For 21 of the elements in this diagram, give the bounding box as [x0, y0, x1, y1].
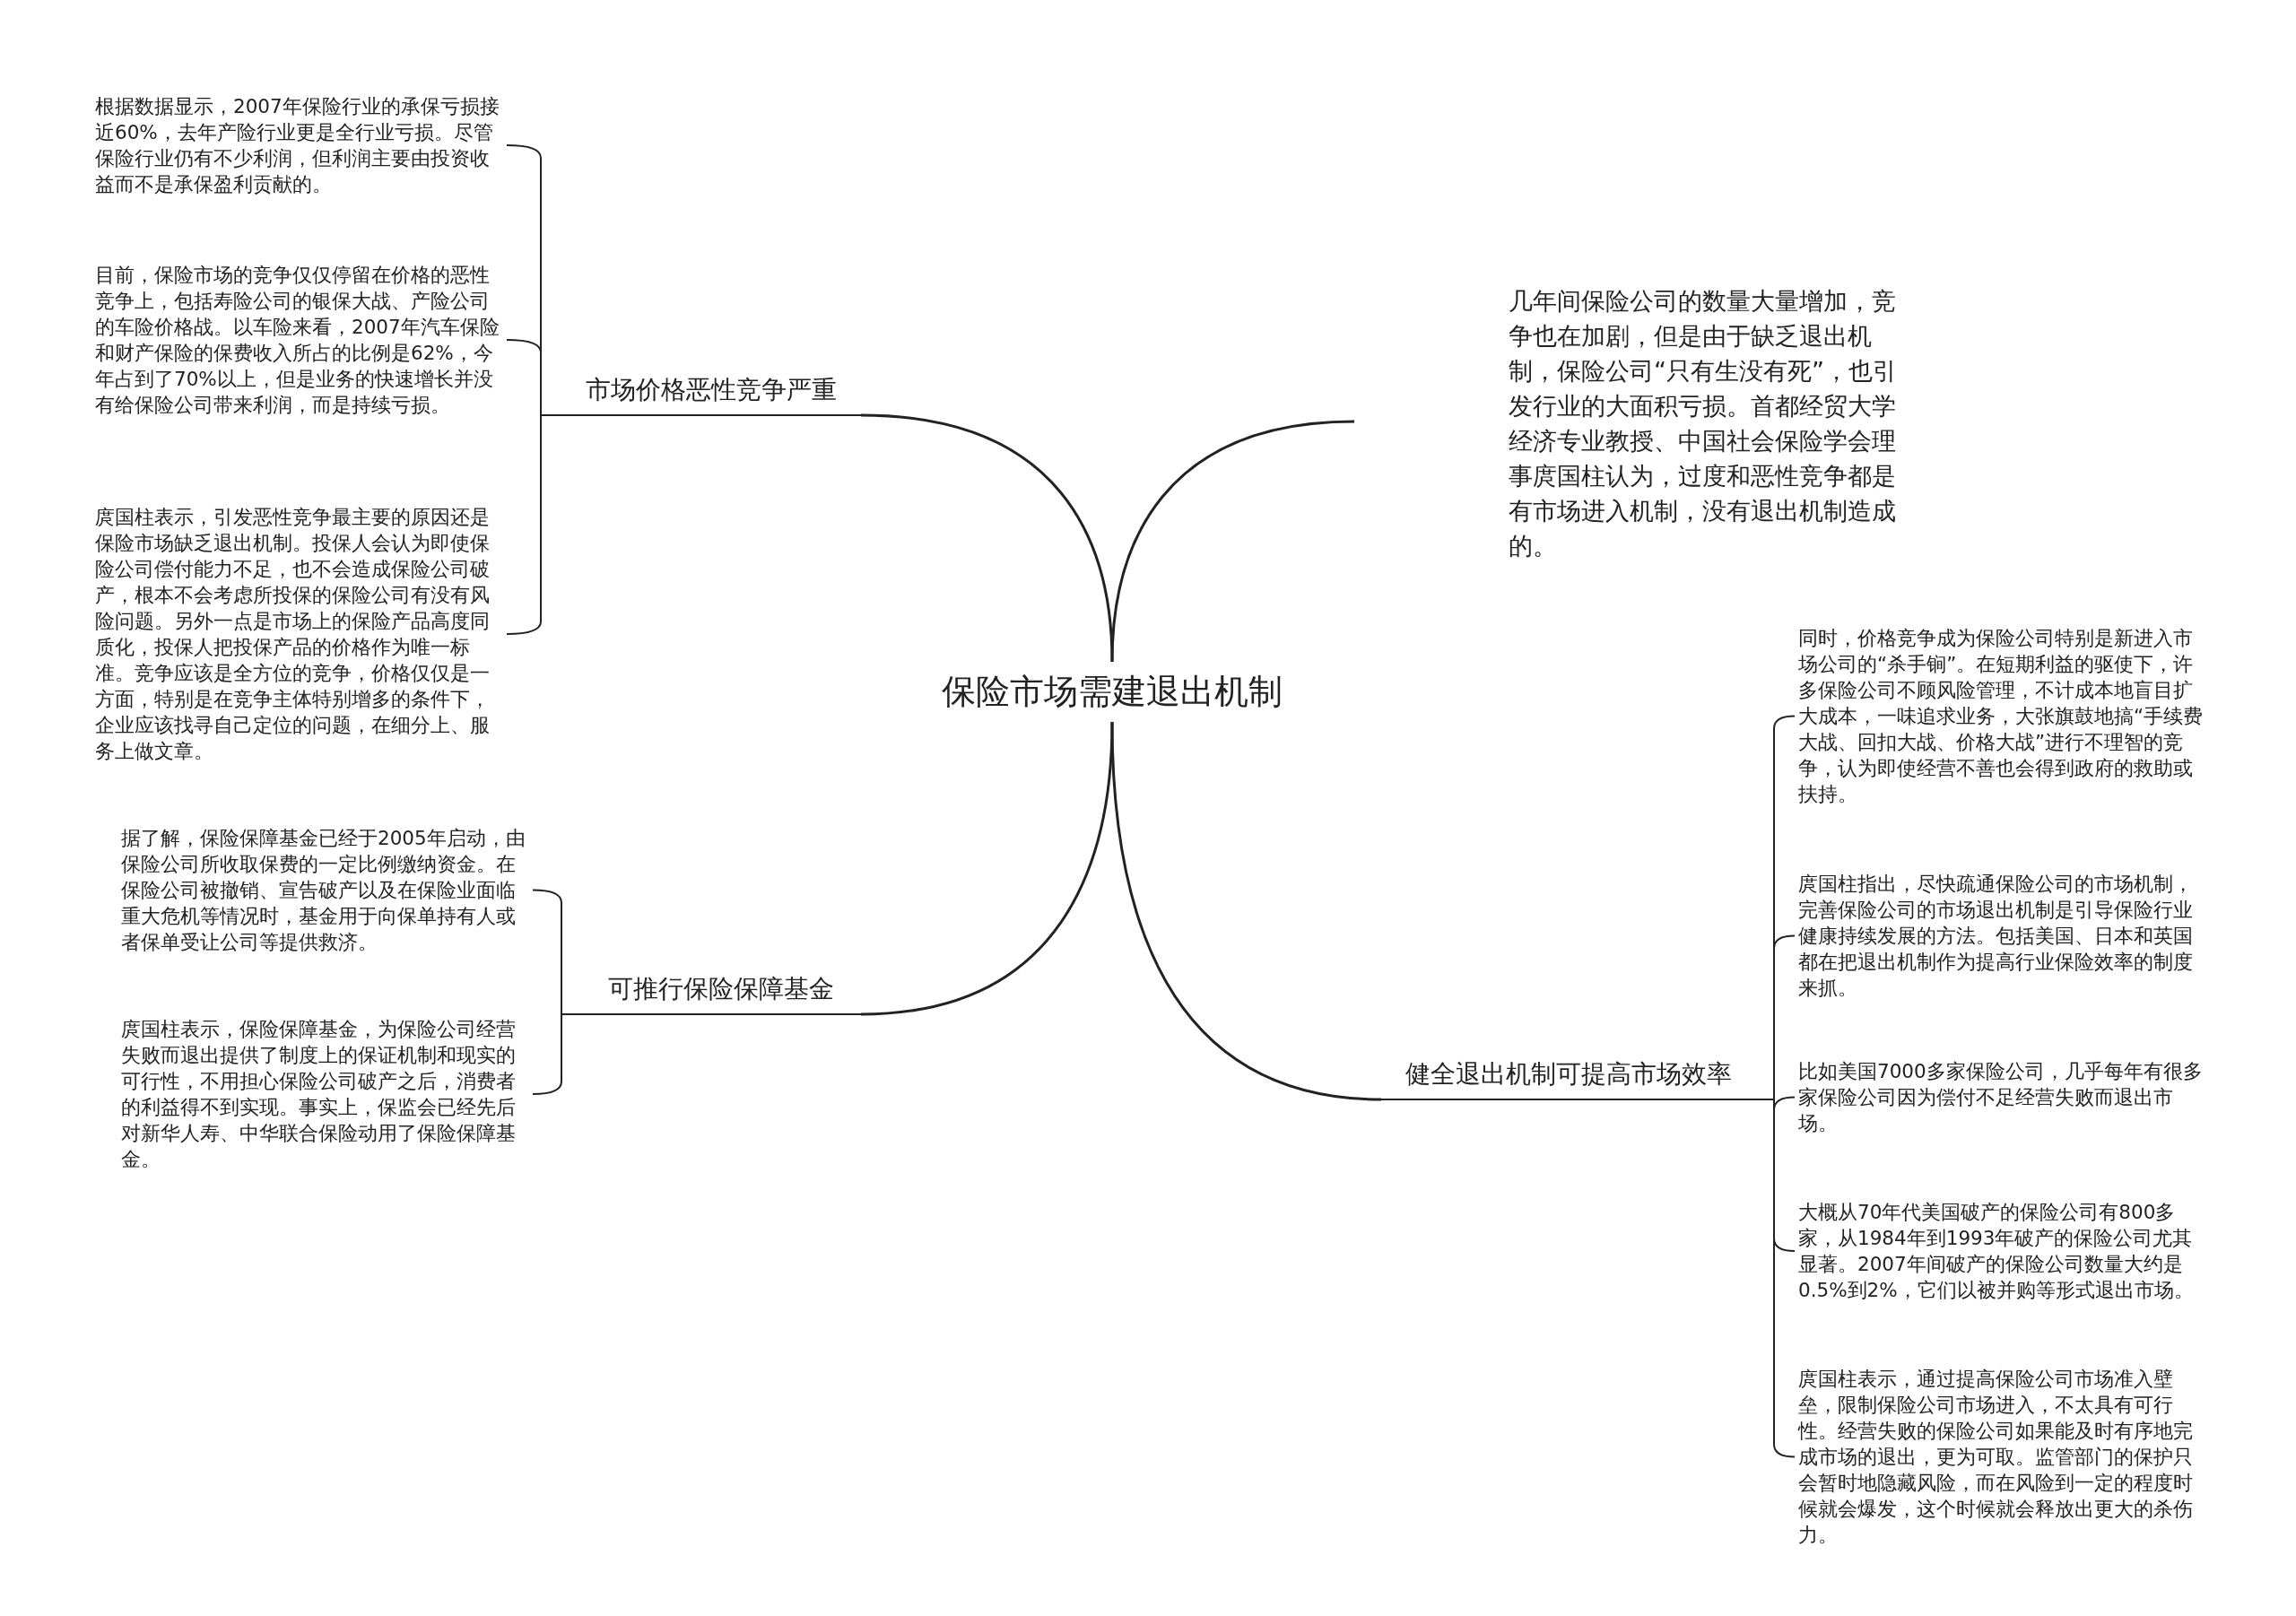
connector-line	[506, 414, 561, 635]
branch-topic: 可推行保险保障基金	[581, 969, 861, 1015]
branch-topic: 市场价格恶性竞争严重	[561, 369, 861, 416]
central-topic: 保险市场需建退出机制	[924, 662, 1300, 722]
note-text: 目前，保险市场的竞争仅仅停留在价格的恶性竞争上，包括寿险公司的银保大战、产险公司的车险价格战。以车险来看，2007年汽车保险和财产保险的保费收入所占的比例是62%，今年占到了70%以上，但是业务的快速增长并没有给保险公司带来利润，而是持续亏损。	[95, 262, 503, 418]
note-text: 几年间保险公司的数量大量增加，竞争也在加剧，但是由于缺乏退出机制，保险公司“只有生没有死”，也引发行业的大面积亏损。首都经贸大学经济专业教授、中国社会保险学会理事庹国柱认为，过度和恶性竞争都是有市场进入机制，没有退出机制造成的。	[1354, 283, 1901, 563]
connector-line	[1110, 721, 1382, 1101]
connector-line	[532, 1013, 582, 1095]
connector-line	[1110, 420, 1355, 663]
note-text: 庹国柱表示，保险保障基金，为保险公司经营失败而退出提供了制度上的保证机制和现实的可行性，不用担心保险公司破产之后，消费者的利益得不到实现。事实上，保监会已经先后对新华人寿、中华联合保险动用了保险保障基金。	[121, 1016, 529, 1172]
branch-topic: 健全退出机制可提高市场效率	[1381, 1054, 1756, 1100]
connector-line	[860, 721, 1114, 1016]
note-text: 大概从70年代美国破产的保险公司有800多家，从1984年到1993年破产的保险公司尤其显著。2007年间破产的保险公司数量大约是0.5%到2%，它们以被并购等形式退出市场。	[1798, 1199, 2207, 1303]
note-text: 根据数据显示，2007年保险行业的承保亏损接近60%，去年产险行业更是全行业亏损。尽管保险行业仍有不少利润，但利润主要由投资收益而不是承保盈利贡献的。	[95, 93, 503, 197]
note-text: 同时，价格竞争成为保险公司特别是新进入市场公司的“杀手锏”。在短期利益的驱使下，许多保险公司不顾风险管理，不计成本地盲目扩大成本，一味追求业务，大张旗鼓地搞“手续费大战、回扣大战、价格大战”进行不理智的竞争，认为即使经营不善也会得到政府的救助或扶持。	[1798, 625, 2207, 807]
connector-line	[860, 413, 1114, 663]
note-text: 庹国柱表示，通过提高保险公司市场准入壁垒，限制保险公司市场进入，不太具有可行性。经营失败的保险公司如果能及时有序地完成市场的退出，更为可取。监管部门的保护只会暂时地隐藏风险，而在风险到一定的程度时候就会爆发，这个时候就会释放出更大的杀伤力。	[1798, 1366, 2207, 1548]
note-text: 庹国柱表示，引发恶性竞争最主要的原因还是保险市场缺乏退出机制。投保人会认为即使保险公司偿付能力不足，也不会造成保险公司破产，根本不会考虑所投保的保险公司有没有风险问题。另外一点是市场上的保险产品高度同质化，投保人把投保产品的价格作为唯一标准。竞争应该是全方位的竞争，价格仅仅是一方面，特别是在竞争主体特别增多的条件下，企业应该找寻自己定位的问题，在细分上、服务上做文章。	[95, 504, 503, 764]
note-text: 比如美国7000多家保险公司，几乎每年有很多家保险公司因为偿付不足经营失败而退出市场。	[1798, 1058, 2207, 1136]
note-text: 据了解，保险保障基金已经于2005年启动，由保险公司所收取保费的一定比例缴纳资金。在保险公司被撤销、宣告破产以及在保险业面临重大危机等情况时，基金用于向保单持有人或者保单受让公司等提供救济。	[121, 825, 529, 955]
note-text: 庹国柱指出，尽快疏通保险公司的市场机制，完善保险公司的市场退出机制是引导保险行业健康持续发展的方法。包括美国、日本和英国都在把退出机制作为提高行业保险效率的制度来抓。	[1798, 871, 2207, 1001]
